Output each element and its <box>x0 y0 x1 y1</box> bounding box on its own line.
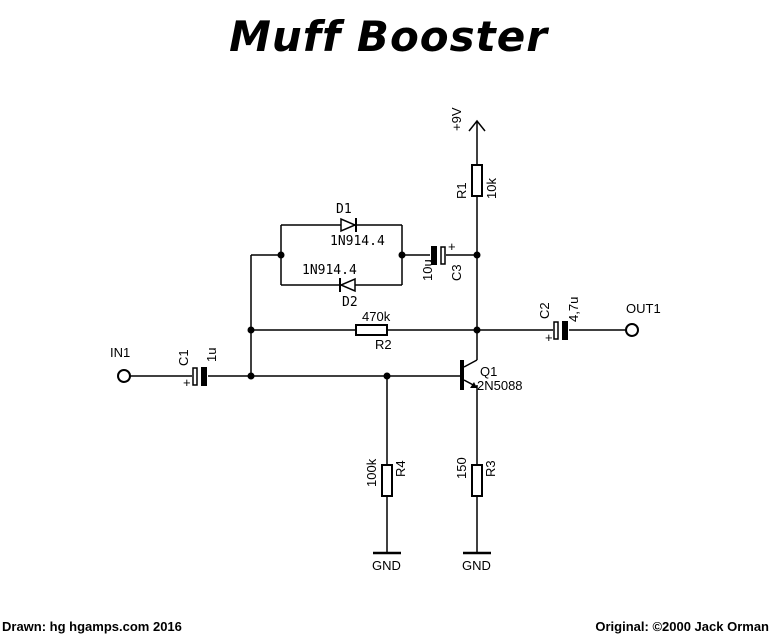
transistor-base-bar-icon <box>460 360 464 390</box>
cap-plate-hollow-icon <box>440 246 446 265</box>
cap-plate-hollow-icon <box>192 367 198 386</box>
r2-value: 470k <box>362 309 391 324</box>
diode-triangle-icon <box>339 277 356 293</box>
capacitor-c2[interactable]: + C2 4,7u <box>537 297 581 345</box>
resistor-body-icon <box>471 164 483 197</box>
vcc-label: +9V <box>449 107 464 131</box>
resistor-r3[interactable]: 150 R3 <box>454 457 498 497</box>
c1-value: 1u <box>204 348 219 362</box>
vcc-arrow-icon <box>468 119 486 132</box>
c3-polarity: + <box>448 239 456 254</box>
junction-dot <box>247 372 255 380</box>
junction-dot <box>473 251 481 259</box>
c1-polarity: + <box>183 375 191 390</box>
d1-value: 1N914.4 <box>330 234 385 249</box>
c2-value: 4,7u <box>566 297 581 322</box>
r4-ref: R4 <box>393 460 408 477</box>
resistor-body-icon <box>381 464 393 497</box>
capacitor-c3[interactable]: + 10u C3 <box>420 239 464 281</box>
d2-ref: D2 <box>342 295 358 310</box>
junction-dot <box>383 372 391 380</box>
resistor-body-icon <box>355 324 388 336</box>
ground-r3: GND <box>462 551 491 573</box>
cap-plate-solid-icon <box>201 367 207 386</box>
r3-ref: R3 <box>483 460 498 477</box>
d2-value: 1N914.4 <box>302 263 357 278</box>
capacitor-c1[interactable]: + C1 1u <box>176 348 219 390</box>
gnd-label: GND <box>372 558 401 573</box>
r1-value: 10k <box>484 178 499 199</box>
resistor-r1[interactable]: R1 10k <box>454 164 499 199</box>
cap-plate-solid-icon <box>431 246 437 265</box>
junction-dot <box>247 326 255 334</box>
junctions <box>247 251 481 380</box>
resistor-r4[interactable]: 100k R4 <box>364 458 408 497</box>
terminal-circle-icon <box>625 323 639 337</box>
c1-ref: C1 <box>176 349 191 366</box>
vcc-symbol: +9V <box>449 107 486 132</box>
cap-plate-hollow-icon <box>553 321 559 340</box>
junction-dot <box>277 251 285 259</box>
c2-ref: C2 <box>537 302 552 319</box>
q1-ref: Q1 <box>480 364 497 379</box>
schematic-title: Muff Booster <box>229 12 548 61</box>
r2-ref: R2 <box>375 337 392 352</box>
resistor-r2[interactable]: 470k R2 <box>355 309 392 352</box>
footer-credit-drawn: Drawn: hg hgamps.com 2016 <box>2 619 182 634</box>
output-terminal[interactable]: OUT1 <box>625 301 661 337</box>
cap-plate-solid-icon <box>562 321 568 340</box>
out-label: OUT1 <box>626 301 661 316</box>
input-terminal[interactable]: IN1 <box>110 345 131 383</box>
r3-value: 150 <box>454 457 469 479</box>
diode-d2[interactable]: 1N914.4 D2 <box>302 263 358 310</box>
footer-credit-original: Original: ©2000 Jack Orman <box>595 619 769 634</box>
transistor-q1[interactable]: Q1 2N5088 <box>460 360 523 393</box>
c3-value: 10u <box>420 259 435 281</box>
d1-ref: D1 <box>336 202 352 217</box>
q1-value: 2N5088 <box>477 378 523 393</box>
r4-value: 100k <box>364 458 379 487</box>
diode-triangle-icon <box>340 217 357 233</box>
transistor-emitter-arrow-icon <box>470 382 477 388</box>
diode-d1[interactable]: D1 1N914.4 <box>330 202 385 249</box>
junction-dot <box>473 326 481 334</box>
c2-polarity: + <box>545 330 553 345</box>
ground-r4: GND <box>372 551 401 573</box>
gnd-label: GND <box>462 558 491 573</box>
in-label: IN1 <box>110 345 130 360</box>
r1-ref: R1 <box>454 182 469 199</box>
junction-dot <box>398 251 406 259</box>
resistor-body-icon <box>471 464 483 497</box>
terminal-circle-icon <box>117 369 131 383</box>
c3-ref: C3 <box>449 264 464 281</box>
wire-collector-leg <box>463 359 478 368</box>
